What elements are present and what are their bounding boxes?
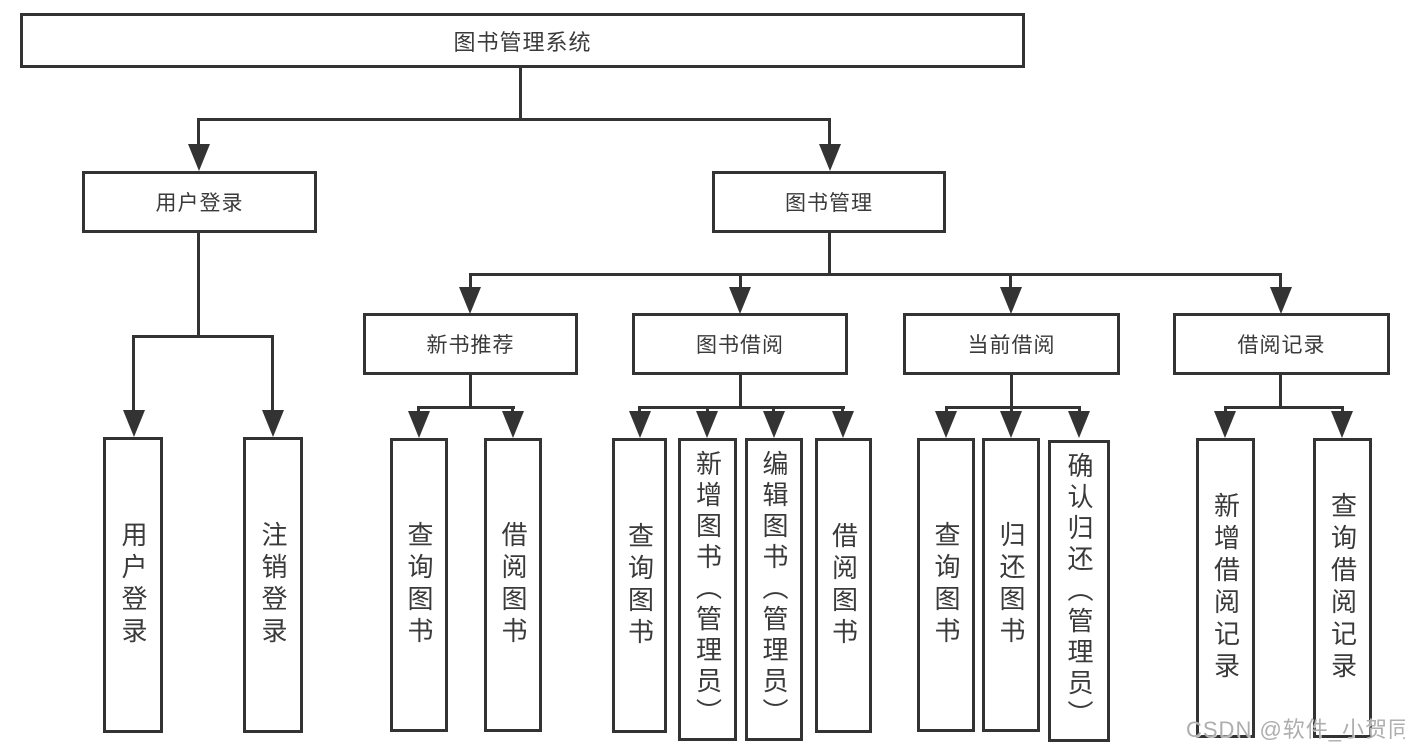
csdn-watermark: CSDN @软件_小贺同学 bbox=[1186, 717, 1405, 742]
leaf-logout-label: 注销登录 bbox=[258, 521, 288, 649]
connector-bookborrow-drop-1 bbox=[638, 406, 641, 413]
leaf-user-login-label: 用户登录 bbox=[118, 521, 148, 649]
connector-bookmgmt-drop-3 bbox=[1009, 273, 1012, 289]
arrowhead bbox=[935, 411, 957, 438]
connector-bookmgmt-drop-1 bbox=[469, 273, 472, 289]
connector-currentborrow-stem bbox=[1010, 375, 1013, 406]
node-current-borrowing: 当前借阅 bbox=[903, 313, 1120, 375]
arrowhead bbox=[729, 287, 751, 314]
connector-bookborrow-drop-2 bbox=[706, 406, 709, 413]
leaf-confirm-return-admin: 确认归还（管理员） bbox=[1048, 440, 1110, 742]
leaf-query-borrow-record-label: 查询借阅记录 bbox=[1327, 492, 1358, 684]
arrowhead bbox=[629, 411, 651, 438]
node-borrowing-records-label: 借阅记录 bbox=[1237, 334, 1326, 357]
node-book-management: 图书管理 bbox=[712, 171, 946, 233]
arrowhead bbox=[1331, 411, 1353, 438]
connector-newbook-rail bbox=[417, 406, 515, 409]
node-new-book-recommend: 新书推荐 bbox=[363, 313, 578, 375]
node-library-system: 图书管理系统 bbox=[20, 13, 1025, 68]
arrowhead bbox=[763, 411, 785, 438]
arrowhead bbox=[262, 410, 284, 437]
connector-root-stem bbox=[519, 68, 522, 118]
arrowhead bbox=[188, 144, 210, 171]
connector-bookborrow-drop-3 bbox=[772, 406, 775, 413]
leaf-borrow-books-recommend-label: 借阅图书 bbox=[498, 521, 528, 649]
arrowhead bbox=[1068, 411, 1090, 438]
leaf-add-books-admin-label: 新增图书（管理员） bbox=[692, 450, 723, 729]
arrowhead bbox=[1000, 287, 1022, 314]
leaf-return-books: 归还图书 bbox=[982, 438, 1040, 732]
arrowhead bbox=[832, 411, 854, 438]
node-current-borrowing-label: 当前借阅 bbox=[967, 334, 1056, 357]
leaf-query-books-borrowing: 查询图书 bbox=[612, 438, 667, 733]
connector-currentborrow-drop-3 bbox=[1078, 406, 1081, 413]
leaf-borrow-books-recommend: 借阅图书 bbox=[484, 438, 542, 732]
connector-bookborrow-drop-4 bbox=[841, 406, 844, 413]
arrowhead bbox=[1270, 287, 1292, 314]
leaf-return-books-label: 归还图书 bbox=[996, 521, 1026, 649]
connector-root-rail bbox=[197, 118, 831, 121]
connector-borrowrecord-drop-1 bbox=[1224, 406, 1227, 413]
arrowhead bbox=[1214, 411, 1236, 438]
connector-newbook-drop-1 bbox=[417, 406, 420, 413]
node-library-system-label: 图书管理系统 bbox=[453, 29, 592, 55]
leaf-query-books-current: 查询图书 bbox=[917, 438, 975, 732]
node-borrowing-records: 借阅记录 bbox=[1173, 313, 1390, 375]
node-new-book-recommend-label: 新书推荐 bbox=[426, 334, 515, 357]
node-book-borrowing: 图书借阅 bbox=[632, 313, 848, 375]
leaf-query-borrow-record: 查询借阅记录 bbox=[1313, 438, 1372, 738]
node-book-borrowing-label: 图书借阅 bbox=[696, 334, 784, 357]
leaf-edit-books-admin: 编辑图书（管理员） bbox=[745, 438, 803, 741]
leaf-query-books-current-label: 查询图书 bbox=[931, 521, 961, 649]
connector-bookmgmt-stem bbox=[828, 233, 831, 273]
leaf-query-books-borrowing-label: 查询图书 bbox=[624, 521, 655, 650]
connector-userlogin-stem bbox=[197, 233, 200, 335]
node-book-management-label: 图书管理 bbox=[785, 192, 873, 215]
connector-newbook-drop-2 bbox=[511, 406, 514, 413]
leaf-logout: 注销登录 bbox=[243, 437, 303, 733]
connector-borrowrecord-rail bbox=[1224, 406, 1344, 409]
connector-userlogin-rail bbox=[132, 335, 274, 338]
leaf-query-books-recommend-label: 查询图书 bbox=[404, 521, 434, 649]
leaf-borrow-books-borrowing: 借阅图书 bbox=[815, 438, 872, 733]
arrowhead bbox=[123, 410, 145, 437]
connector-newbook-stem bbox=[469, 375, 472, 406]
arrowhead bbox=[408, 411, 430, 438]
node-user-login: 用户登录 bbox=[82, 171, 317, 233]
leaf-add-borrow-record: 新增借阅记录 bbox=[1196, 438, 1255, 738]
leaf-add-books-admin: 新增图书（管理员） bbox=[678, 438, 737, 741]
connector-bookmgmt-drop-4 bbox=[1279, 273, 1282, 289]
connector-userlogin-drop-1 bbox=[132, 335, 135, 412]
arrowhead bbox=[1000, 411, 1022, 438]
connector-bookmgmt-drop-2 bbox=[739, 273, 742, 289]
connector-bookborrow-rail bbox=[638, 406, 845, 409]
arrowhead bbox=[459, 287, 481, 314]
connector-borrowrecord-drop-2 bbox=[1341, 406, 1344, 413]
node-user-login-label: 用户登录 bbox=[155, 192, 244, 215]
leaf-add-borrow-record-label: 新增借阅记录 bbox=[1210, 492, 1241, 684]
leaf-edit-books-admin-label: 编辑图书（管理员） bbox=[759, 450, 789, 729]
connector-currentborrow-drop-2 bbox=[1010, 406, 1013, 413]
leaf-query-books-recommend: 查询图书 bbox=[390, 438, 448, 732]
arrowhead bbox=[696, 411, 718, 438]
connector-userlogin-drop-2 bbox=[271, 335, 274, 412]
connector-bookmgmt-rail bbox=[469, 273, 1282, 276]
connector-root-drop-left bbox=[197, 118, 200, 146]
leaf-confirm-return-admin-label: 确认归还（管理员） bbox=[1064, 451, 1094, 731]
arrowhead bbox=[502, 411, 524, 438]
leaf-borrow-books-borrowing-label: 借阅图书 bbox=[828, 521, 859, 650]
leaf-user-login: 用户登录 bbox=[103, 437, 163, 733]
connector-currentborrow-drop-1 bbox=[945, 406, 948, 413]
connector-bookborrow-stem bbox=[739, 375, 742, 406]
arrowhead bbox=[819, 144, 841, 171]
connector-root-drop-right bbox=[828, 118, 831, 146]
connector-borrowrecord-stem bbox=[1279, 375, 1282, 406]
